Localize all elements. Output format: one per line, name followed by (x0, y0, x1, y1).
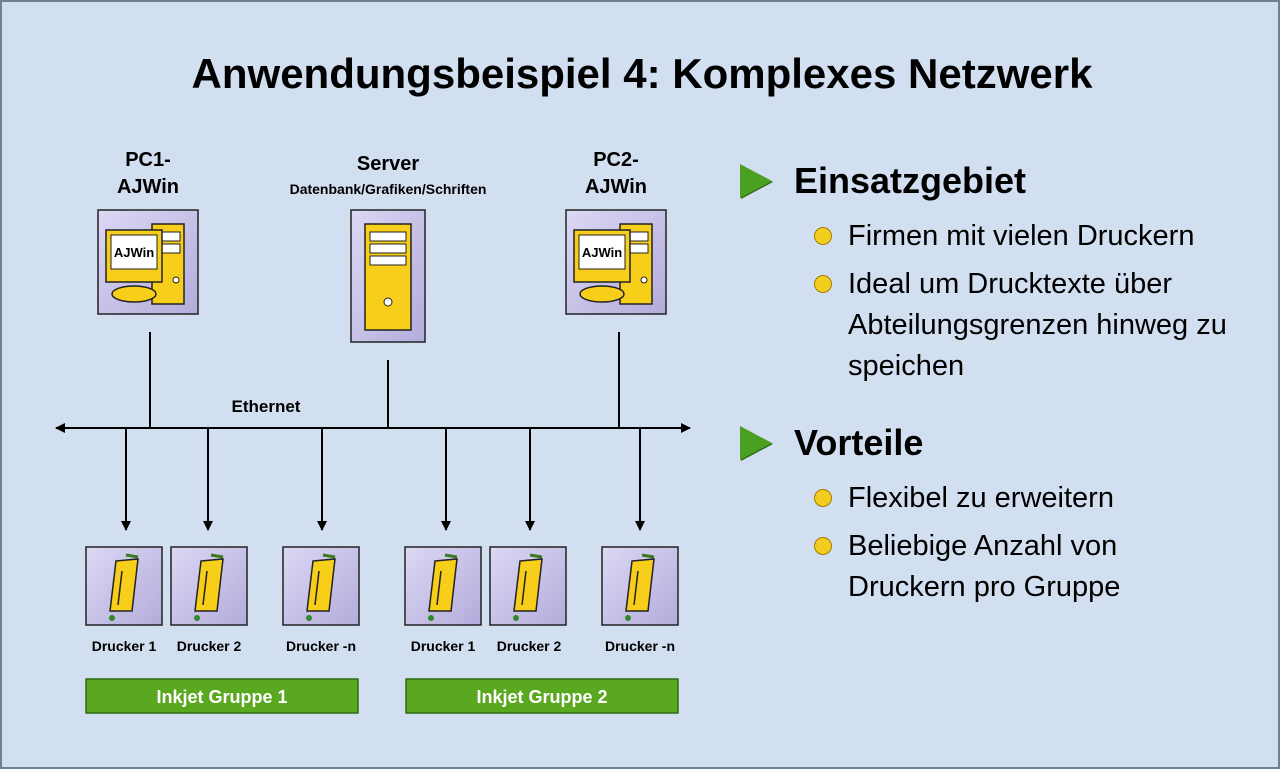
pc2-label-line2: AJWin (585, 176, 647, 198)
bullet-text: Firmen mit vielen Druckern (848, 220, 1195, 252)
group-bar (405, 678, 679, 714)
server-label: Server (357, 153, 419, 175)
printer-label: Drucker -n (605, 638, 675, 654)
green-triangle-icon (740, 426, 772, 460)
pc1-screen-label: AJWin (114, 245, 154, 260)
server-subtitle: Datenbank/Grafiken/Schriften (290, 181, 487, 197)
printer-label: Drucker 1 (411, 638, 476, 654)
group-label: Inkjet Gruppe 1 (156, 687, 287, 707)
bullet-text: Flexibel zu erweitern (848, 482, 1114, 514)
group-bar (85, 678, 359, 714)
yellow-dot-icon (814, 489, 832, 507)
green-triangle-icon (740, 164, 772, 198)
printer-label: Drucker 2 (177, 638, 242, 654)
printer-icon (85, 546, 163, 626)
pc2-computer-icon: AJWin (565, 209, 667, 315)
ethernet-label: Ethernet (232, 397, 301, 416)
bullet-item: Beliebige Anzahl von Druckern pro Gruppe (810, 526, 1238, 608)
printer-icon (404, 546, 482, 626)
yellow-dot-icon (814, 537, 832, 555)
printer-icon (170, 546, 248, 626)
pc1-label-line1: PC1- (125, 149, 171, 171)
pc2-label-line1: PC2- (593, 149, 639, 171)
bullet-item: Firmen mit vielen Druckern (810, 216, 1238, 257)
yellow-dot-icon (814, 227, 832, 245)
printer-label: Drucker 1 (92, 638, 157, 654)
printer-label: Drucker 2 (497, 638, 562, 654)
section-heading: Einsatzgebiet (794, 160, 1027, 201)
printer-label: Drucker -n (286, 638, 356, 654)
group-label: Inkjet Gruppe 2 (476, 687, 607, 707)
bullet-text: Beliebige Anzahl von Druckern pro Gruppe (848, 530, 1121, 603)
pc2-screen-label: AJWin (582, 245, 622, 260)
bullet-item: Ideal um Drucktexte über Abteilungsgrenz… (810, 264, 1238, 387)
section-einsatzgebiet: Einsatzgebiet Firmen mit vielen Druckern… (740, 160, 1238, 394)
section-vorteile: Vorteile Flexibel zu erweitern Beliebige… (740, 422, 1238, 615)
printer-icon (282, 546, 360, 626)
printer-icon (489, 546, 567, 626)
pc1-computer-icon: AJWin (97, 209, 199, 315)
printer-icon (601, 546, 679, 626)
section-heading: Vorteile (794, 422, 924, 463)
bullet-item: Flexibel zu erweitern (810, 478, 1238, 519)
server-icon (350, 209, 426, 343)
bullet-text: Ideal um Drucktexte über Abteilungsgrenz… (848, 268, 1227, 382)
yellow-dot-icon (814, 275, 832, 293)
slide-title: Anwendungsbeispiel 4: Komplexes Netzwerk (191, 50, 1093, 97)
pc1-label-line2: AJWin (117, 176, 179, 198)
